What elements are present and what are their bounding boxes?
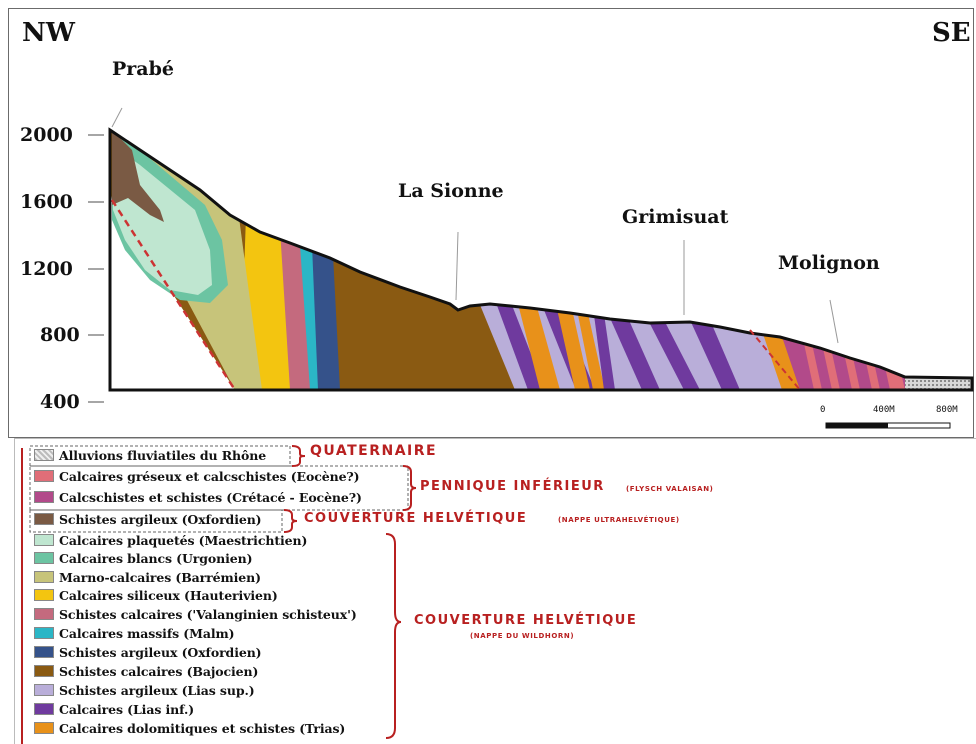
lias-inf-3: [592, 300, 615, 390]
leader-prabe: [111, 107, 123, 128]
legend-label: Schistes calcaires (Bajocien): [59, 663, 259, 679]
group-couverture-ultrahelvetique: COUVERTURE HELVÉTIQUE: [304, 511, 528, 526]
ultrahelvetic-oxfordien: [112, 130, 164, 222]
leader-molignon: [829, 299, 839, 344]
legend-label: Calcaires blancs (Urgonien): [59, 550, 253, 566]
terrain-outline: [108, 127, 974, 392]
legend-item: Calcaires siliceux (Hauterivien): [34, 586, 278, 604]
lias-inf-5: [648, 320, 700, 390]
legend-item: Schistes calcaires ('Valanginien schiste…: [34, 605, 357, 623]
group-couverture-wildhorn: COUVERTURE HELVÉTIQUE: [414, 613, 638, 628]
legend-swatch: [34, 449, 54, 461]
legend-label: Schistes argileux (Oxfordien): [59, 511, 262, 527]
legend-item: Schistes argileux (Oxfordien): [34, 510, 262, 528]
brace-wildhorn: [385, 533, 402, 739]
legend-label: Schistes argileux (Oxfordien): [59, 644, 262, 660]
scale-label-400: 400M: [873, 405, 895, 415]
elevation-2000: 2000: [20, 124, 73, 146]
legend-swatch: [34, 627, 54, 639]
legend-label: Alluvions fluviatiles du Rhône: [59, 447, 267, 463]
legend-swatch: [34, 589, 54, 601]
legend-item: Schistes argileux (Oxfordien): [34, 643, 262, 661]
lias-inf-4: [610, 318, 660, 390]
elevation-1600: 1600: [20, 191, 73, 213]
legend-swatch: [34, 552, 54, 564]
legend-swatch: [34, 534, 54, 546]
lias-inf-1: [495, 300, 545, 390]
legend-swatch: [34, 684, 54, 696]
legend-label: Marno-calcaires (Barrémien): [59, 569, 261, 585]
elevation-800: 800: [40, 324, 80, 346]
group-pennique-inferieur: PENNIQUE INFÉRIEUR: [420, 479, 605, 494]
scale-label-800: 800M: [936, 405, 958, 415]
elevation-1200: 1200: [20, 258, 73, 280]
brace-quaternaire: [291, 445, 306, 467]
elevation-400: 400: [40, 391, 80, 413]
direction-nw: NW: [22, 18, 75, 48]
brace-pennique: [402, 465, 417, 511]
section-frame: [8, 8, 974, 438]
place-prabe: Prabé: [112, 58, 174, 80]
group-ultrahelvetique-note: (NAPPE ULTRAHELVÉTIQUE): [558, 516, 680, 524]
group-pennique-note: (FLYSCH VALAISAN): [626, 485, 714, 493]
legend-item: Calcaires blancs (Urgonien): [34, 549, 253, 567]
legend-item: Calcschistes et schistes (Crétacé - Eocè…: [34, 488, 362, 506]
place-grimisuat: Grimisuat: [622, 206, 729, 228]
detachment-fault: [110, 199, 237, 391]
legend-frame: [14, 438, 976, 744]
legend-label: Calcaires dolomitiques et schistes (Tria…: [59, 720, 346, 736]
brace-ultrahelvetique: [283, 509, 298, 533]
place-molignon: Molignon: [778, 252, 880, 274]
legend-item: Calcaires plaquetés (Maestrichtien): [34, 531, 307, 549]
legend-label: Calcschistes et schistes (Crétacé - Eocè…: [59, 489, 362, 505]
legend-swatch: [34, 470, 54, 482]
penninic-thrust: [749, 329, 801, 391]
legend-label: Calcaires siliceux (Hauterivien): [59, 587, 278, 603]
trias-1: [517, 300, 560, 390]
scale-label-0: 0: [820, 405, 826, 415]
legend-item: Alluvions fluviatiles du Rhône: [34, 446, 266, 464]
legend-item: Calcaires massifs (Malm): [34, 624, 235, 642]
legend-label: Schistes calcaires ('Valanginien schiste…: [59, 606, 357, 622]
geologic-cross-section: [88, 107, 974, 429]
legend-item: Calcaires (Lias inf.): [34, 700, 194, 718]
legend-item: Schistes calcaires (Bajocien): [34, 662, 258, 680]
legend-label: Calcaires gréseux et calcschistes (Eocèn…: [59, 468, 360, 484]
legend-item: Calcaires dolomitiques et schistes (Tria…: [34, 719, 345, 737]
cretace-eocene-zone: [778, 325, 905, 390]
legend-label: Calcaires massifs (Malm): [59, 625, 235, 641]
legend-swatch: [34, 722, 54, 734]
basement-blank: [110, 130, 235, 390]
legend-swatch: [34, 513, 54, 525]
legend-swatch: [34, 646, 54, 658]
trias-3: [575, 300, 605, 390]
legend-swatch: [34, 608, 54, 620]
legend-swatch: [34, 703, 54, 715]
legend-swatch: [34, 571, 54, 583]
trias-2: [555, 300, 590, 390]
legend-item: Calcaires gréseux et calcschistes (Eocèn…: [34, 467, 360, 485]
ultrahelvetique-box: [29, 509, 283, 533]
group-quaternaire: QUATERNAIRE: [310, 443, 438, 459]
direction-se: SE: [932, 18, 971, 48]
scale-bar-fill: [826, 423, 888, 428]
legend-swatch: [34, 665, 54, 677]
legend-braces: [21, 445, 417, 744]
group-wildhorn-note: (NAPPE DU WILDHORN): [470, 632, 575, 640]
legend-item: Marno-calcaires (Barrémien): [34, 568, 261, 586]
pennique-box: [29, 465, 409, 511]
legend-label: Calcaires (Lias inf.): [59, 701, 195, 717]
legend-label: Calcaires plaquetés (Maestrichtien): [59, 532, 308, 548]
legend-label: Schistes argileux (Lias sup.): [59, 682, 255, 698]
place-la-sionne: La Sionne: [398, 180, 504, 202]
legend-item: Schistes argileux (Lias sup.): [34, 681, 255, 699]
leader-la-sionne: [455, 231, 459, 301]
lias-inf-6: [690, 320, 740, 390]
legend-swatch: [34, 491, 54, 503]
